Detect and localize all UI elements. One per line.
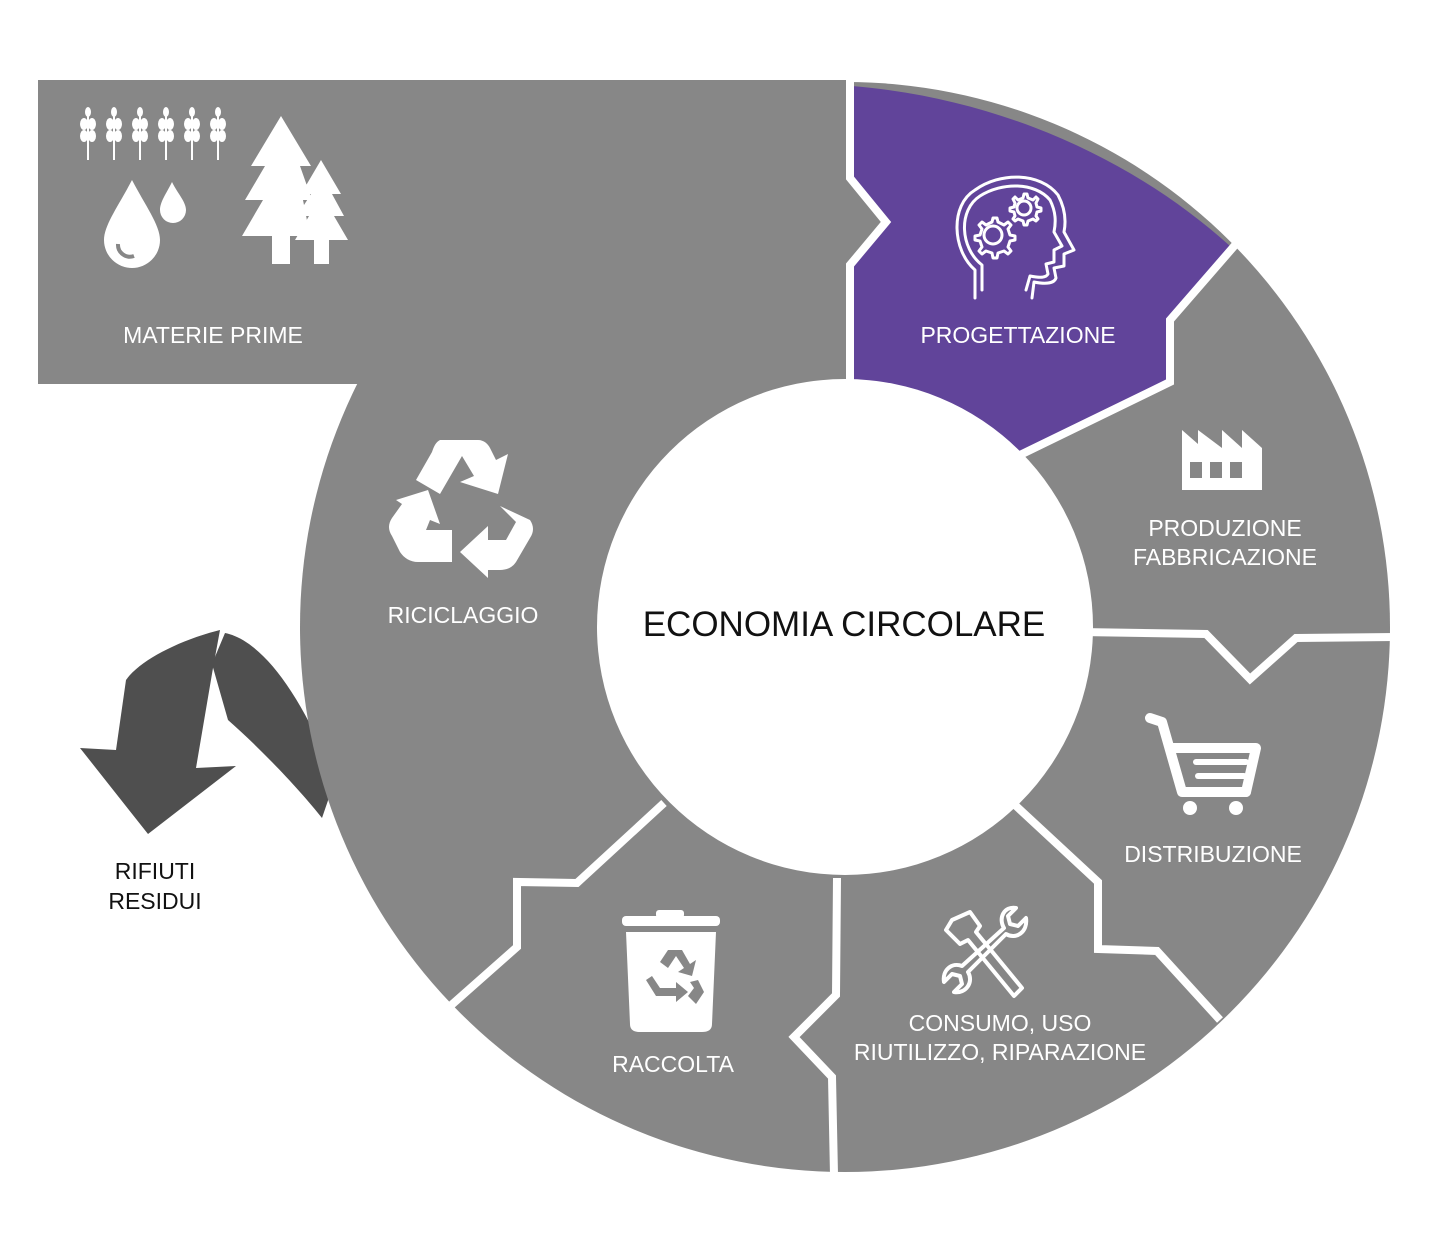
- waste-arrow-head: [80, 630, 236, 834]
- center-title: ECONOMIA CIRCOLARE: [643, 605, 1046, 644]
- label-rifiuti: RIFIUTI: [115, 858, 196, 884]
- recycle-icon: [389, 440, 533, 578]
- segment-progettazione: [852, 86, 1230, 455]
- label-consumo-line2: RIUTILIZZO, RIPARAZIONE: [854, 1039, 1146, 1065]
- shopping-cart-icon: [1145, 713, 1261, 815]
- wheat-icon: [80, 106, 227, 161]
- recycle-bin-icon: [622, 910, 720, 1032]
- label-consumo-line1: CONSUMO, USO: [909, 1010, 1092, 1036]
- water-drop-icon: [104, 180, 186, 268]
- divider-consumo-raccolta: [788, 877, 841, 1176]
- divider-progettazione-produzione: [1018, 241, 1240, 459]
- label-raccolta: RACCOLTA: [612, 1051, 734, 1077]
- center-circle: [597, 379, 1093, 875]
- label-produzione-line1: PRODUZIONE: [1148, 515, 1301, 541]
- label-riciclaggio: RICICLAGGIO: [388, 602, 539, 628]
- factory-icon: [1182, 430, 1262, 490]
- label-materie-prime: MATERIE PRIME: [123, 322, 303, 348]
- divider-top: [846, 80, 892, 385]
- divider-raccolta-riciclaggio: [445, 800, 667, 1011]
- down-arrow-icon: [212, 633, 335, 818]
- materie-prime-block: [38, 80, 850, 384]
- label-distribuzione: DISTRIBUZIONE: [1124, 841, 1302, 867]
- tools-icon: [941, 905, 1029, 998]
- tree-icon: [242, 116, 348, 264]
- waste-arrow: [80, 630, 335, 834]
- head-gears-icon: [955, 175, 1076, 300]
- segment-dividers: [445, 80, 1396, 1176]
- label-progettazione: PROGETTAZIONE: [920, 322, 1115, 348]
- label-produzione-line2: FABBRICAZIONE: [1133, 544, 1317, 570]
- label-residui: RESIDUI: [108, 888, 201, 914]
- divider-produzione-distribuzione: [1079, 628, 1396, 685]
- divider-distribuzione-consumo: [1012, 802, 1223, 1023]
